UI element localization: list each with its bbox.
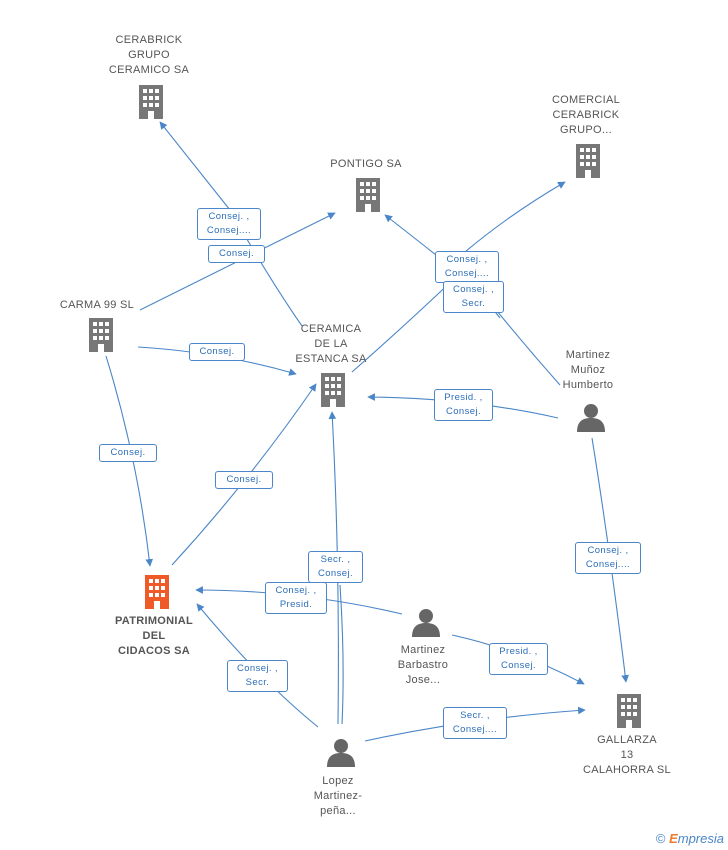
copyright-icon: © — [655, 831, 666, 846]
node-label-lopez[interactable]: Lopez Martinez- peña... — [313, 775, 363, 817]
building-icon[interactable] — [576, 144, 600, 178]
building-icon[interactable] — [89, 318, 113, 352]
node-label-gallarza[interactable]: GALLARZA 13 CALAHORRA SL — [583, 734, 671, 776]
node-label-carma[interactable]: CARMA 99 SL — [59, 299, 135, 311]
node-label-pontigo[interactable]: PONTIGO SA — [330, 158, 402, 170]
node-label-martinez-m[interactable]: Martinez Muñoz Humberto — [562, 349, 614, 391]
edge-label[interactable]: Consej. — [215, 471, 273, 489]
edge-lopez-secr — [339, 584, 344, 725]
edge-carma-cerabrick — [159, 121, 231, 211]
brand-initial: E — [669, 831, 678, 846]
edge-label[interactable]: Consej. , Consej.... — [197, 208, 261, 240]
building-icon[interactable] — [321, 373, 345, 407]
brand-name: mpresia — [677, 831, 724, 846]
edge-label[interactable]: Consej. , Secr. — [227, 660, 288, 692]
edge-label[interactable]: Consej. — [208, 245, 265, 263]
building-icon[interactable] — [145, 575, 169, 609]
node-label-martinez-b[interactable]: Martinez Barbastro Jose... — [397, 644, 449, 686]
edge-label[interactable]: Presid. , Consej. — [434, 389, 493, 421]
building-icon[interactable] — [356, 178, 380, 212]
brand-watermark: © Empresia — [656, 831, 724, 846]
edge-label[interactable]: Secr. , Consej. — [308, 551, 363, 583]
person-icon[interactable] — [412, 609, 440, 637]
edge-label[interactable]: Consej. — [189, 343, 245, 361]
person-icon[interactable] — [577, 404, 605, 432]
person-icon[interactable] — [327, 739, 355, 767]
building-icon[interactable] — [617, 694, 641, 728]
edge-ceramica-link — [351, 277, 456, 373]
node-label-patrimonial[interactable]: PATRIMONIAL DEL CIDACOS SA — [114, 615, 194, 657]
edge-label[interactable]: Presid. , Consej. — [489, 643, 548, 675]
edge-label[interactable]: Consej. , Consej.... — [435, 251, 499, 283]
node-label-comercial[interactable]: COMERCIAL CERABRICK GRUPO... — [551, 94, 621, 136]
edge-label[interactable]: Consej. , Presid. — [265, 582, 327, 614]
edge-label[interactable]: Consej. — [99, 444, 157, 462]
edge-label[interactable]: Secr. , Consej.... — [443, 707, 507, 739]
building-icon[interactable] — [139, 85, 163, 119]
edge-label[interactable]: Consej. , Consej.... — [575, 542, 641, 574]
edge-label[interactable]: Consej. , Secr. — [443, 281, 504, 313]
node-label-cerabrick[interactable]: CERABRICK GRUPO CERAMICO SA — [108, 34, 190, 76]
node-label-ceramica[interactable]: CERAMICA DE LA ESTANCA SA — [295, 323, 367, 365]
